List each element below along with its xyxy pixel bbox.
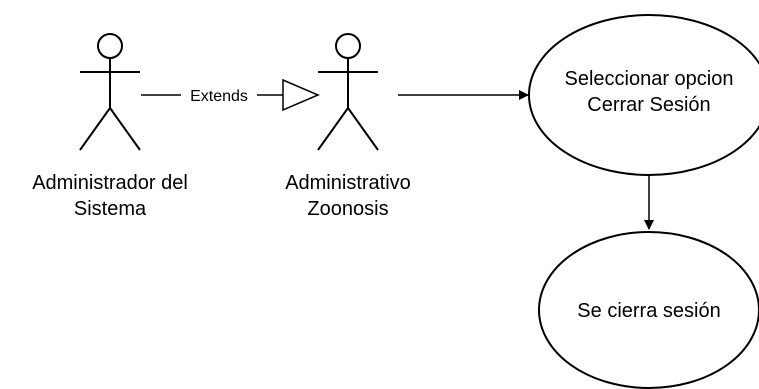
actor-right-leg bbox=[109, 107, 141, 151]
actor-label-line-1: Administrativo bbox=[285, 172, 411, 194]
actor-administrador-del-sistema bbox=[79, 33, 141, 151]
actor-head bbox=[335, 33, 361, 59]
actor-label-line-2: Sistema bbox=[74, 198, 147, 220]
generalization-triangle bbox=[282, 78, 320, 112]
edge-extends-label-bg bbox=[189, 88, 249, 105]
actor-head bbox=[97, 33, 123, 59]
actor-right-leg bbox=[347, 107, 379, 151]
actor-label-line-1: Administrador del bbox=[32, 172, 188, 194]
usecase-label: Se cierra sesión bbox=[577, 300, 720, 322]
actor-administrativo-zoonosis bbox=[317, 33, 379, 151]
usecase-se-cierra-sesion bbox=[538, 231, 759, 389]
actor-left-leg bbox=[317, 107, 349, 151]
actor-label-line-2: Zoonosis bbox=[307, 198, 388, 220]
edge-extends-label: Extends bbox=[190, 88, 248, 105]
actor-left-leg bbox=[79, 107, 111, 151]
usecase-label-line-2: Cerrar Sesión bbox=[587, 94, 710, 116]
edge-extends bbox=[141, 78, 320, 112]
usecase-label-line-1: Seleccionar opcion bbox=[565, 68, 734, 90]
